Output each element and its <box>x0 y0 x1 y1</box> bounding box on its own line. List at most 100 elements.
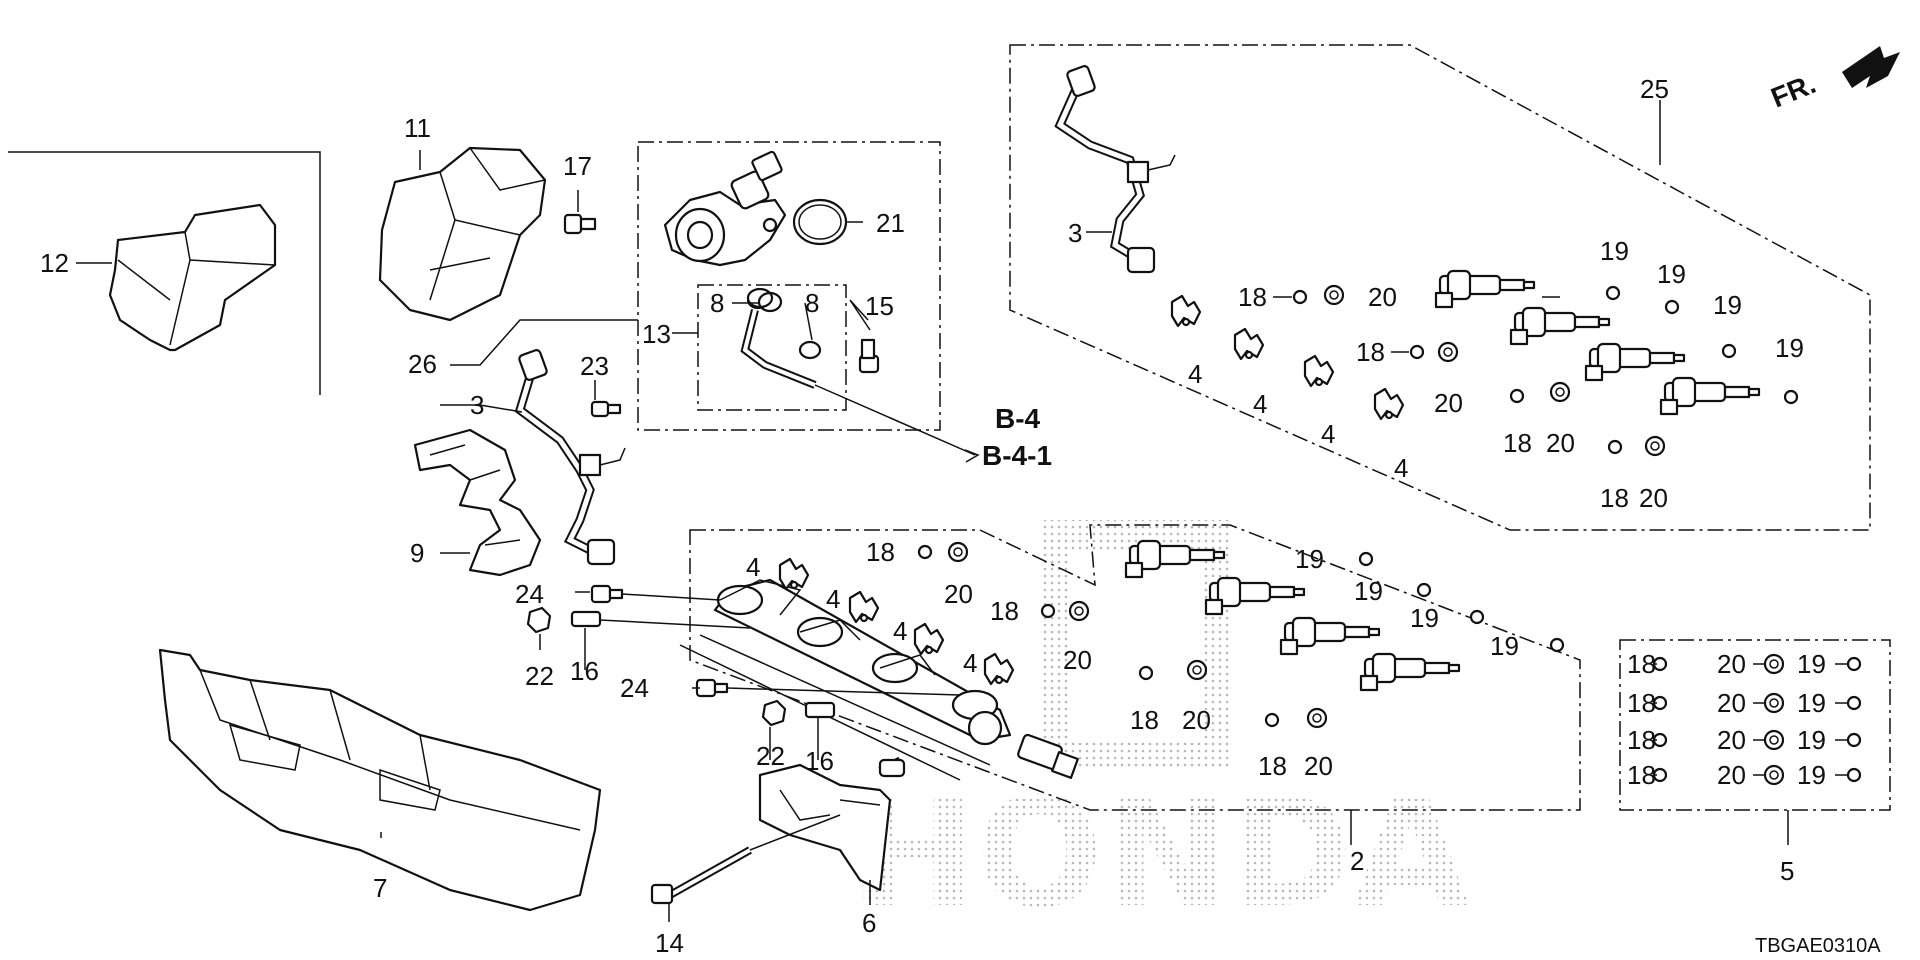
part-11-cover <box>378 146 547 322</box>
seals-and-washers <box>917 284 1862 786</box>
callout-24-a: 24 <box>515 579 544 609</box>
clip-4-c <box>1303 354 1335 388</box>
callout-11: 11 <box>404 113 431 143</box>
callout-16-b: 16 <box>805 746 834 776</box>
callout-19-g: 19 <box>1410 603 1439 633</box>
callout-4-a: 4 <box>1188 359 1202 389</box>
callout-13: 13 <box>642 319 671 349</box>
callout-4-c: 4 <box>1321 419 1335 449</box>
kit-19-a: 19 <box>1797 649 1826 679</box>
callout-12: 12 <box>40 248 69 278</box>
callout-19-d: 19 <box>1775 333 1804 363</box>
callout-9: 9 <box>410 538 424 568</box>
kit-20-b: 20 <box>1717 688 1746 718</box>
callout-18-b: 18 <box>1356 337 1385 367</box>
callout-8-b: 8 <box>805 288 819 318</box>
callout-7: 7 <box>373 873 387 903</box>
front-direction-arrow: FR. <box>1767 46 1900 114</box>
part-8-seal-a <box>757 291 783 313</box>
part-24-bolt-b <box>695 678 961 698</box>
callout-6: 6 <box>862 908 876 938</box>
callout-18-c: 18 <box>1503 428 1532 458</box>
clip-4-b <box>1233 327 1265 361</box>
callout-4-d: 4 <box>1394 453 1408 483</box>
callout-18-d: 18 <box>1600 483 1629 513</box>
callout-25: 25 <box>1640 74 1669 104</box>
callout-15: 15 <box>865 291 894 321</box>
front-direction-label: FR. <box>1767 68 1820 114</box>
part-3-fuel-pipe-right <box>1054 65 1176 274</box>
callout-20-d: 20 <box>1639 483 1668 513</box>
callout-3-left: 3 <box>470 390 484 420</box>
callout-18-e: 18 <box>866 537 895 567</box>
callout-3-right: 3 <box>1068 218 1082 248</box>
callout-18-g: 18 <box>1130 705 1159 735</box>
injector-2-3 <box>1279 616 1381 656</box>
kit-19-b: 19 <box>1797 688 1826 718</box>
callout-16-a: 16 <box>570 656 599 686</box>
part-3-fuel-pipe-left <box>514 349 626 566</box>
callout-4-h: 4 <box>963 648 977 678</box>
part-6-bracket <box>758 756 906 892</box>
part-16-spacer-a <box>570 610 602 628</box>
callout-14: 14 <box>655 928 684 958</box>
part-12-cover <box>108 203 277 352</box>
high-pressure-fuel-pump <box>663 150 787 267</box>
callout-19-e: 19 <box>1295 544 1324 574</box>
callout-18-h: 18 <box>1258 751 1287 781</box>
callout-18-a: 18 <box>1238 282 1267 312</box>
callout-26: 26 <box>408 349 437 379</box>
part-24-bolt-a <box>590 584 721 604</box>
clip-4-d <box>1373 387 1405 421</box>
part-7-heat-shield <box>158 648 602 912</box>
callout-2: 2 <box>1350 846 1364 876</box>
fuel-rail <box>679 578 1012 781</box>
callout-22-a: 22 <box>525 661 554 691</box>
part-21-o-ring <box>792 198 848 246</box>
callout-19-c: 19 <box>1713 290 1742 320</box>
part-16-leader <box>599 619 751 629</box>
part-17-bolt <box>563 213 597 235</box>
pump-box <box>637 141 941 431</box>
callout-4-e: 4 <box>746 552 760 582</box>
callout-19-h: 19 <box>1490 631 1519 661</box>
callout-4-b: 4 <box>1253 389 1267 419</box>
kit-18-d: 18 <box>1627 760 1656 790</box>
reference-label-b4-1: B-4-1 <box>982 440 1052 471</box>
kit-20-c: 20 <box>1717 725 1746 755</box>
part-22-nut-b <box>761 699 787 727</box>
group-2-box <box>689 524 1581 811</box>
part-14-bolt <box>650 814 841 905</box>
callout-8-a: 8 <box>710 288 724 318</box>
callout-4-f: 4 <box>826 584 840 614</box>
watermark-text: HONDA <box>850 767 1469 941</box>
callout-20-h: 20 <box>1304 751 1333 781</box>
kit-18-c: 18 <box>1627 725 1656 755</box>
injector-2-4 <box>1359 652 1461 692</box>
kit-18-a: 18 <box>1627 649 1656 679</box>
part-12-frame <box>8 151 321 395</box>
callout-4-g: 4 <box>893 616 907 646</box>
part-9-bracket <box>413 428 542 577</box>
fuel-pressure-sensor <box>1017 733 1079 779</box>
callout-23: 23 <box>580 351 609 381</box>
clip-4-f <box>848 590 880 624</box>
kit-20-d: 20 <box>1717 760 1746 790</box>
callout-19-f: 19 <box>1354 576 1383 606</box>
injector-2-2 <box>1204 576 1306 616</box>
callout-20-g: 20 <box>1182 705 1211 735</box>
callout-19-b: 19 <box>1657 259 1686 289</box>
kit-leader-stubs <box>1273 296 1848 776</box>
clip-4-e <box>778 557 810 591</box>
injector-25-2 <box>1509 306 1611 346</box>
clip-4-g <box>913 622 945 656</box>
part-8-seal-b <box>798 340 822 360</box>
reference-label-b4: B-4 <box>995 403 1041 434</box>
injector-25-1 <box>1434 269 1536 309</box>
kit-20-a: 20 <box>1717 649 1746 679</box>
injector-25-3 <box>1584 342 1686 382</box>
part-21-o-ring-inner <box>798 204 842 240</box>
callout-17: 17 <box>563 151 592 181</box>
injector-25-4 <box>1659 376 1761 416</box>
